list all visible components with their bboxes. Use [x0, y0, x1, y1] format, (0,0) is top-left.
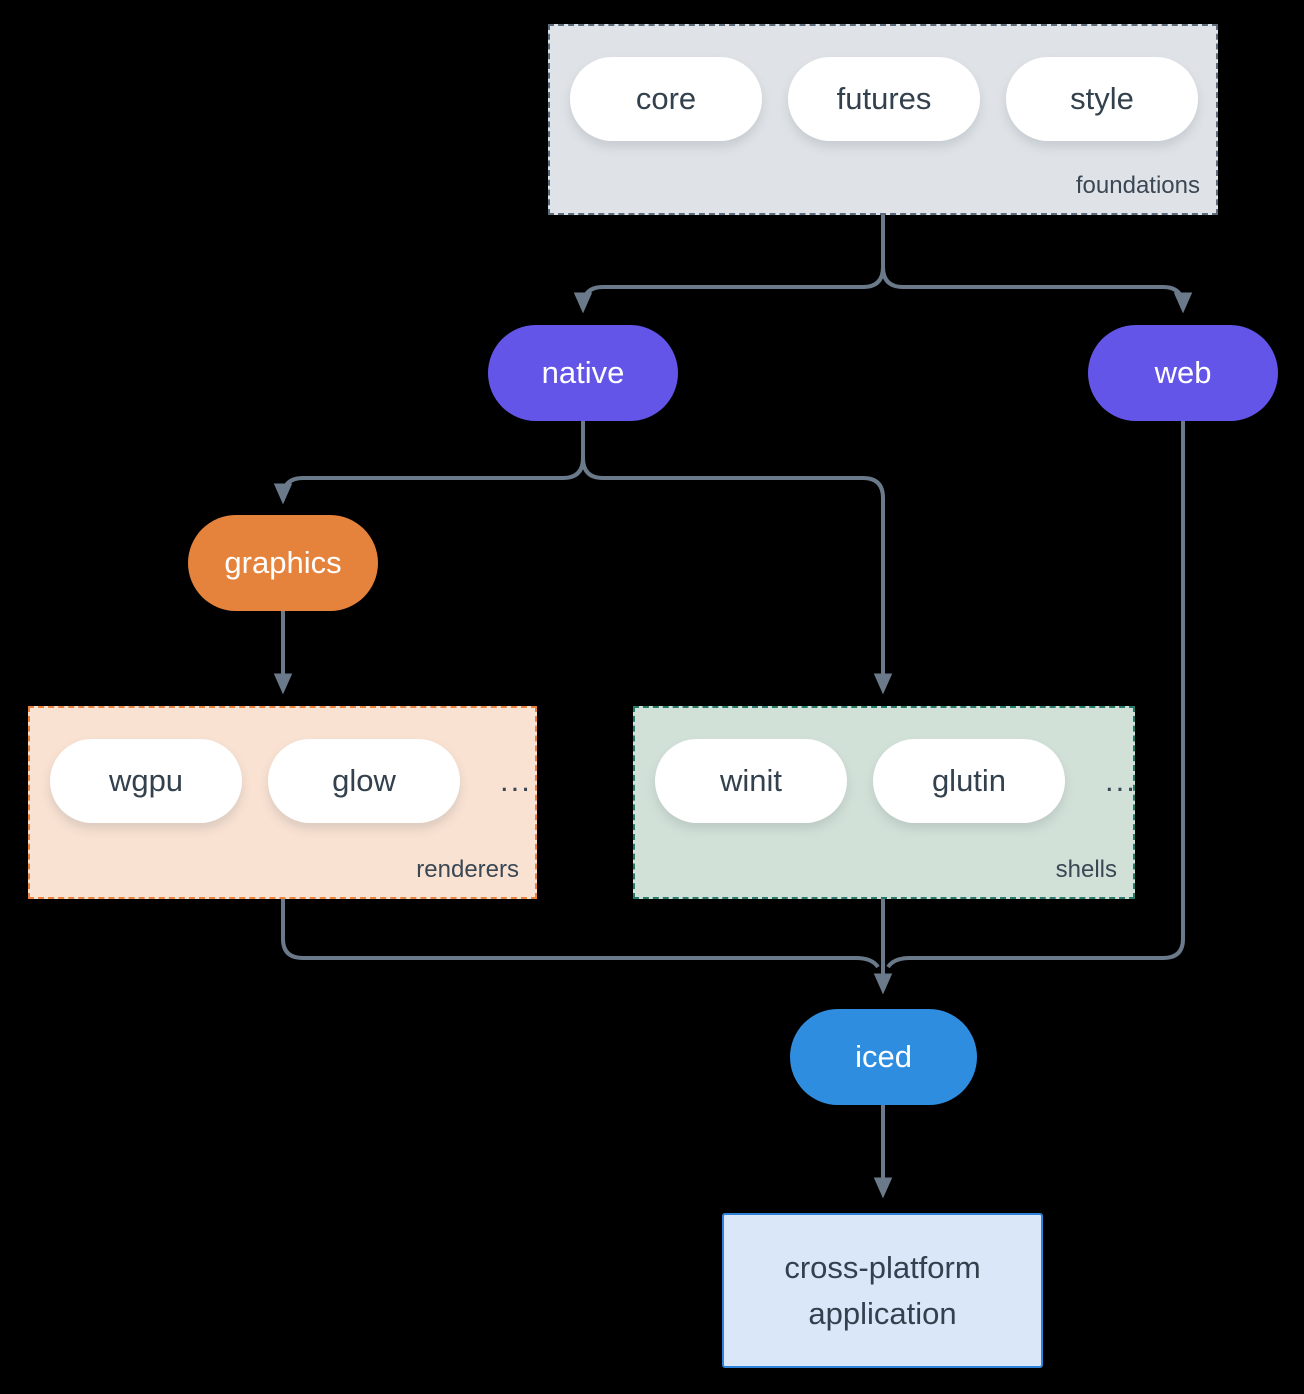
- group-renderers-label: renderers: [416, 856, 519, 883]
- edge-renderers-merge: [281, 899, 880, 969]
- shells-ellipsis: ...: [1105, 763, 1137, 798]
- group-shells-label: shells: [1055, 856, 1117, 883]
- edge-web-merge: [886, 421, 1185, 969]
- renderers-pill-row: wgpu glow ...: [50, 739, 532, 823]
- node-glutin: glutin: [873, 739, 1065, 823]
- node-native: native: [488, 325, 678, 421]
- node-winit: winit: [655, 739, 847, 823]
- node-application: cross-platform application: [722, 1213, 1043, 1368]
- node-wgpu: wgpu: [50, 739, 242, 823]
- group-foundations: core futures style foundations: [548, 24, 1218, 215]
- node-style: style: [1006, 57, 1198, 141]
- node-iced: iced: [790, 1009, 977, 1105]
- shells-pill-row: winit glutin ...: [655, 739, 1137, 823]
- node-core: core: [570, 57, 762, 141]
- application-label-line1: cross-platform: [784, 1249, 981, 1285]
- node-glow: glow: [268, 739, 460, 823]
- edge-native-graphics: [273, 457, 585, 505]
- application-label-line2: application: [808, 1295, 957, 1331]
- foundations-pill-row: core futures style: [570, 57, 1198, 141]
- edge-foundations-native: [573, 266, 885, 314]
- node-futures: futures: [788, 57, 980, 141]
- group-renderers: wgpu glow ... renderers: [28, 706, 537, 899]
- edge-native-shells: [581, 457, 893, 695]
- node-graphics: graphics: [188, 515, 378, 611]
- renderers-ellipsis: ...: [500, 763, 532, 798]
- edge-foundations-web: [881, 266, 1193, 314]
- group-foundations-label: foundations: [1075, 172, 1200, 199]
- group-shells: winit glutin ... shells: [633, 706, 1135, 899]
- node-web: web: [1088, 325, 1278, 421]
